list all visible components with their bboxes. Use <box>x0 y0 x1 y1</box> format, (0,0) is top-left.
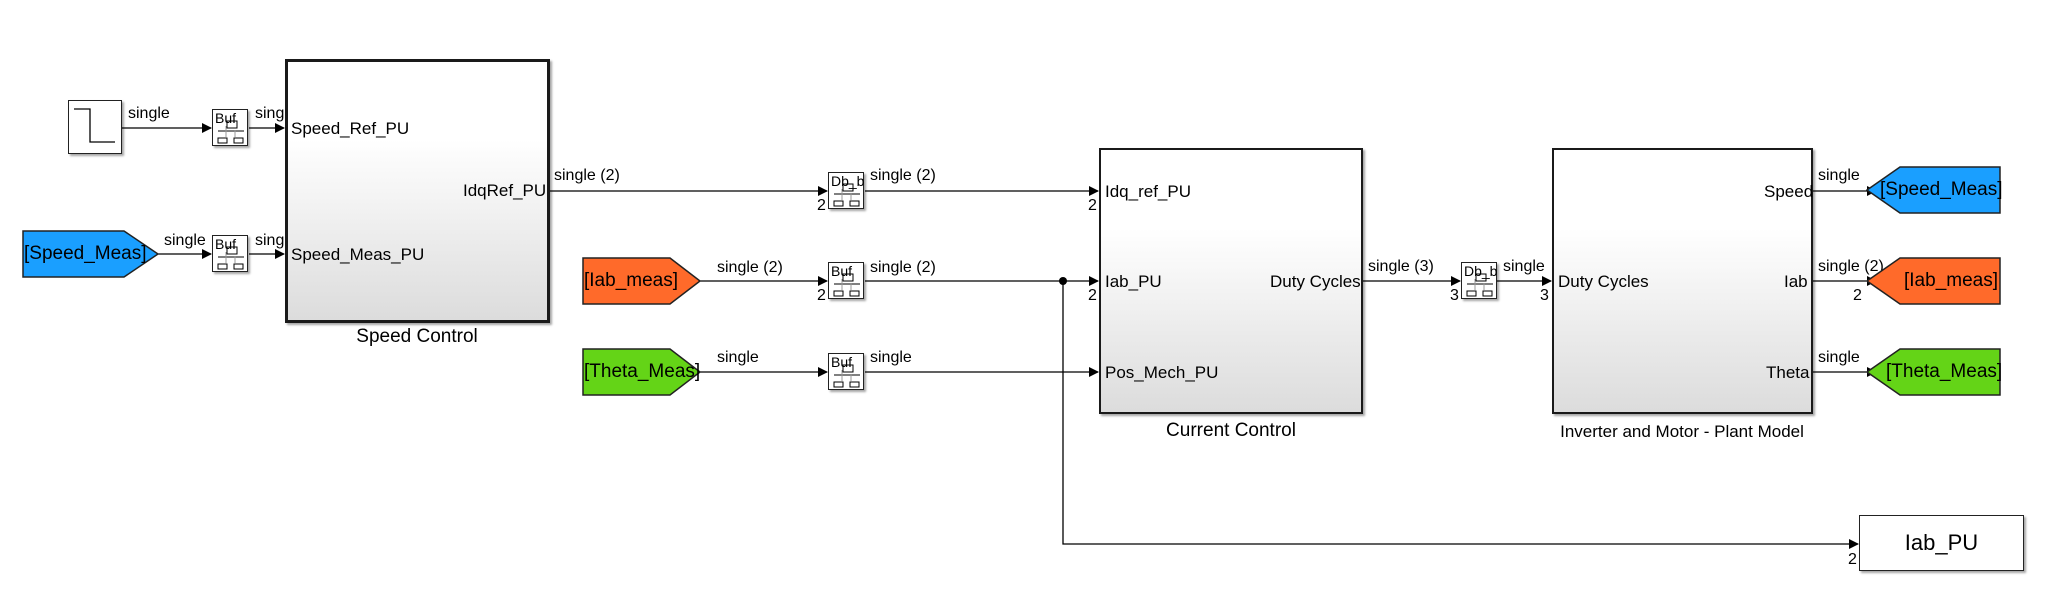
buffer-label: Db_b <box>831 173 865 189</box>
signal-label-idqref-out: single (2) <box>554 167 620 184</box>
signal-label-speed-from-out: single <box>164 232 206 249</box>
dim-goto-iab-in: 2 <box>1853 287 1862 304</box>
speed-control-label: Speed Control <box>356 326 478 347</box>
from-tag-speed-meas[interactable]: [Speed_Meas] <box>22 230 160 278</box>
step-block[interactable] <box>68 100 122 154</box>
port-duty-cycles-out: Duty Cycles <box>1270 272 1361 291</box>
buffer-block-idq[interactable]: Db_b <box>828 172 864 209</box>
buffer-icon <box>1466 273 1493 297</box>
signal-label-duty-out: single (3) <box>1368 258 1434 275</box>
buffer-icon <box>833 183 860 207</box>
iab-pu-label: Iab_PU <box>1904 530 1979 555</box>
port-plant-speed: Speed <box>1764 182 1814 201</box>
buffer-icon <box>217 246 244 270</box>
from-tag-theta-meas-label: [Theta_Meas] <box>584 361 701 382</box>
current-control-subsystem[interactable] <box>1099 148 1363 414</box>
signal-label-buf3-out: single (2) <box>870 259 936 276</box>
from-tag-theta-meas[interactable]: [Theta_Meas] <box>582 348 704 396</box>
buffer-block-duty[interactable]: Db_b <box>1461 262 1497 299</box>
goto-tag-iab-meas[interactable]: [Iab_meas] <box>1866 257 2002 305</box>
signal-label-db2-out: single <box>1503 258 1545 275</box>
signal-label-iab-from-out: single (2) <box>717 259 783 276</box>
port-idqref-pu: IdqRef_PU <box>463 181 547 200</box>
dim-db2-in: 3 <box>1450 287 1459 304</box>
port-iab-pu: Iab_PU <box>1105 272 1162 291</box>
dim-iab-pu-in: 2 <box>1848 551 1857 568</box>
signal-label-plant-speed: single <box>1818 167 1860 184</box>
goto-tag-iab-meas-label: [Iab_meas] <box>1904 270 1998 291</box>
port-speed-ref-pu: Speed_Ref_PU <box>291 119 410 138</box>
goto-tag-theta-meas-label: [Theta_Meas] <box>1886 361 2003 382</box>
speed-control-subsystem[interactable] <box>285 59 550 323</box>
from-tag-iab-meas-label: [Iab_meas] <box>584 270 678 291</box>
port-plant-iab: Iab <box>1784 272 1808 291</box>
iab-pu-outport[interactable]: Iab_PU <box>1859 515 2024 571</box>
signal-label-buf4-out: single <box>870 349 912 366</box>
branch-junction <box>1059 277 1067 285</box>
dim-cc-iab-in: 2 <box>1088 287 1097 304</box>
port-plant-theta: Theta <box>1766 363 1810 382</box>
buffer-icon <box>833 364 860 388</box>
buffer-block-speed-ref[interactable]: Buf <box>212 109 248 146</box>
signal-label-theta-from-out: single <box>717 349 759 366</box>
port-speed-meas-pu: Speed_Meas_PU <box>291 245 425 264</box>
port-pos-mech-pu: Pos_Mech_PU <box>1105 363 1219 382</box>
dim-plant-in: 3 <box>1540 287 1549 304</box>
current-control-label: Current Control <box>1166 420 1296 441</box>
dim-db1-in: 2 <box>817 197 826 214</box>
from-tag-iab-meas[interactable]: [Iab_meas] <box>582 257 704 305</box>
port-plant-duty-cycles: Duty Cycles <box>1558 272 1649 291</box>
buffer-icon <box>217 120 244 144</box>
signal-label-db1-out: single (2) <box>870 167 936 184</box>
step-function-icon <box>74 108 115 143</box>
goto-tag-theta-meas[interactable]: [Theta_Meas] <box>1866 348 2002 396</box>
buffer-block-speed-meas[interactable]: Buf <box>212 235 248 272</box>
dim-buf3-in: 2 <box>817 287 826 304</box>
buffer-block-theta[interactable]: Buf <box>828 353 864 390</box>
goto-tag-speed-meas[interactable]: [Speed_Meas] <box>1866 166 2003 214</box>
plant-model-label: Inverter and Motor - Plant Model <box>1560 422 1804 441</box>
dim-cc-idq-in: 2 <box>1088 197 1097 214</box>
buffer-label: Db_b <box>1464 263 1498 279</box>
port-idq-ref-pu: Idq_ref_PU <box>1105 182 1191 201</box>
from-tag-speed-meas-label: [Speed_Meas] <box>24 243 147 264</box>
plant-model-subsystem[interactable] <box>1552 148 1813 414</box>
signal-label-plant-theta: single <box>1818 349 1860 366</box>
goto-tag-speed-meas-label: [Speed_Meas] <box>1880 179 2003 200</box>
buffer-block-iab[interactable]: Buf <box>828 262 864 299</box>
buffer-icon <box>833 273 860 297</box>
signal-label-step-out: single <box>128 105 170 122</box>
signal-label-plant-iab: single (2) <box>1818 258 1884 275</box>
